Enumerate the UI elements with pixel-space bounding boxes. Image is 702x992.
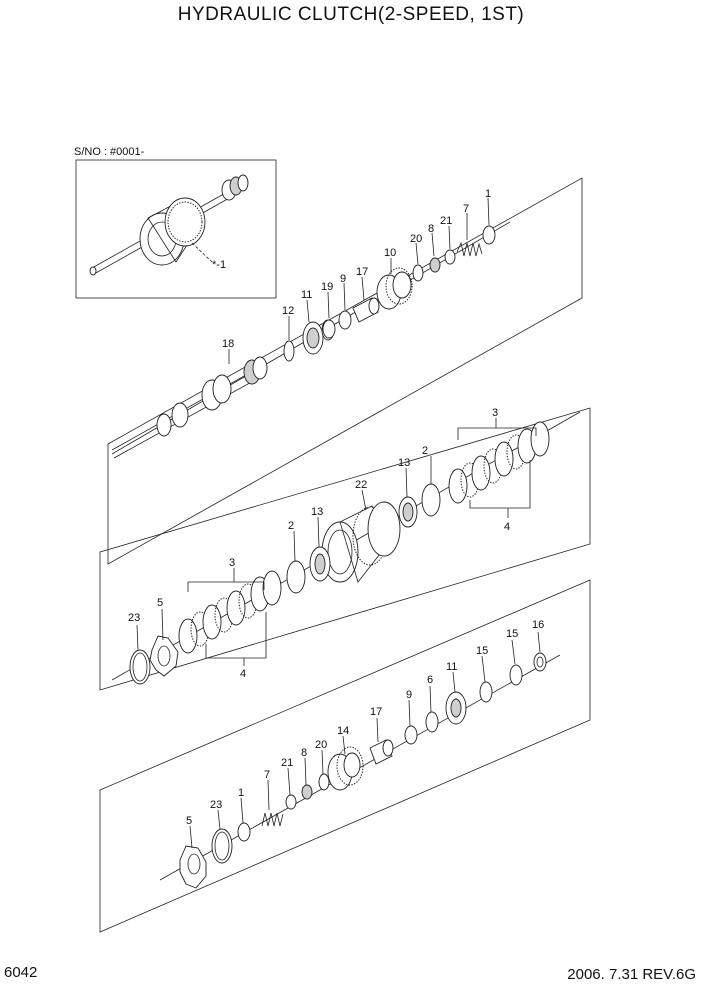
- callout-label: 15: [476, 645, 488, 657]
- callout-label: 8: [428, 223, 434, 235]
- clutch-plate-stack-left: [178, 570, 282, 654]
- callout-label: 17: [370, 706, 382, 718]
- inset-drum-back: [164, 197, 206, 247]
- inset-serial-box: S/NO : #0001- *-1: [74, 146, 277, 299]
- callout-label: 3: [492, 407, 498, 419]
- callout-label: 7: [264, 769, 270, 781]
- callout-label: 23: [210, 799, 222, 811]
- callout-label: 8: [301, 747, 307, 759]
- snap-ring-23: [129, 649, 151, 685]
- top-panel: 1 7 21 8 20 10 17 9 19 11 12 18: [107, 177, 583, 565]
- callout-label: 1: [485, 188, 491, 200]
- spring-7: [456, 241, 483, 257]
- middle-panel: 3 2 13 4 22 13 2 3 23 5 4: [99, 407, 591, 691]
- middle-panel-frame: [99, 407, 591, 691]
- callout-label: 15: [506, 628, 518, 640]
- callout-label: 4: [240, 668, 246, 680]
- callout-label: 14: [337, 725, 349, 737]
- callout-label: 2: [288, 520, 294, 532]
- end-plate-5-bottom: [179, 845, 207, 889]
- snap-ring-8: [429, 257, 441, 273]
- bottom-panel: 16 15 15 11 6 9 17 14 20 8 21 7 1 23 5: [99, 579, 591, 933]
- callout-label: 5: [157, 597, 163, 609]
- inset-serial-label: S/NO : #0001-: [74, 146, 145, 158]
- callout-label: 18: [222, 338, 234, 350]
- callout-label: 21: [440, 215, 452, 227]
- o-ring-12: [283, 340, 295, 362]
- spring-7-bottom: [261, 812, 284, 827]
- page-title: HYDRAULIC CLUTCH(2-SPEED, 1ST): [177, 4, 525, 25]
- washer-21: [444, 249, 456, 265]
- callout-label: 16: [532, 619, 544, 631]
- callout-label: 17: [356, 266, 368, 278]
- callout-label: 3: [229, 557, 235, 569]
- revision-stamp: 2006. 7.31 REV.6G: [567, 966, 696, 983]
- washer-6: [425, 711, 439, 733]
- ring-16: [533, 652, 547, 672]
- callout-label: 4: [504, 521, 510, 533]
- snap-ring-8-bottom: [301, 784, 313, 800]
- washer-21-bottom: [285, 794, 297, 810]
- callout-label: 1: [238, 787, 244, 799]
- washer-9: [338, 310, 352, 330]
- o-ring-15b: [479, 681, 493, 703]
- callout-label: 11: [446, 661, 457, 673]
- snap-ring-23-bottom: [211, 828, 233, 864]
- callout-label: 19: [321, 281, 333, 293]
- callout-label: 9: [340, 273, 346, 285]
- callout-label: 11: [301, 289, 312, 301]
- callout-label: 20: [410, 233, 422, 245]
- bottom-panel-frame: [99, 579, 591, 933]
- callout-label: 23: [128, 612, 140, 624]
- callout-label: 13: [398, 457, 410, 469]
- ring-20: [412, 264, 424, 282]
- callout-label: 10: [384, 247, 396, 259]
- clutch-drum-22: [321, 501, 401, 583]
- o-ring-1-bottom: [237, 822, 251, 842]
- callout-label: 13: [311, 506, 323, 518]
- inset-callout-label: *-1: [212, 259, 226, 271]
- o-ring-2-left: [286, 560, 306, 594]
- callout-label: 2: [422, 445, 428, 457]
- end-plate-5: [149, 635, 179, 677]
- clutch-plate-stack-right: [448, 421, 550, 504]
- callout-label: 20: [315, 739, 327, 751]
- o-ring-1: [482, 225, 496, 245]
- page-number: 6042: [4, 964, 38, 981]
- shaft-collar: [156, 413, 172, 437]
- ring-20-bottom: [318, 773, 330, 791]
- o-ring-15a: [509, 664, 523, 686]
- callout-label: 21: [281, 757, 293, 769]
- callout-label: 9: [406, 689, 412, 701]
- washer-9-bottom: [404, 725, 418, 745]
- washer-19: [322, 319, 336, 339]
- callout-label: 5: [186, 815, 192, 827]
- callout-label: 12: [282, 305, 294, 317]
- callout-label: 6: [427, 674, 433, 686]
- callout-label: 7: [463, 203, 469, 215]
- callout-label: 22: [355, 479, 367, 491]
- o-ring-2-right: [421, 483, 441, 517]
- top-panel-frame: [107, 177, 583, 565]
